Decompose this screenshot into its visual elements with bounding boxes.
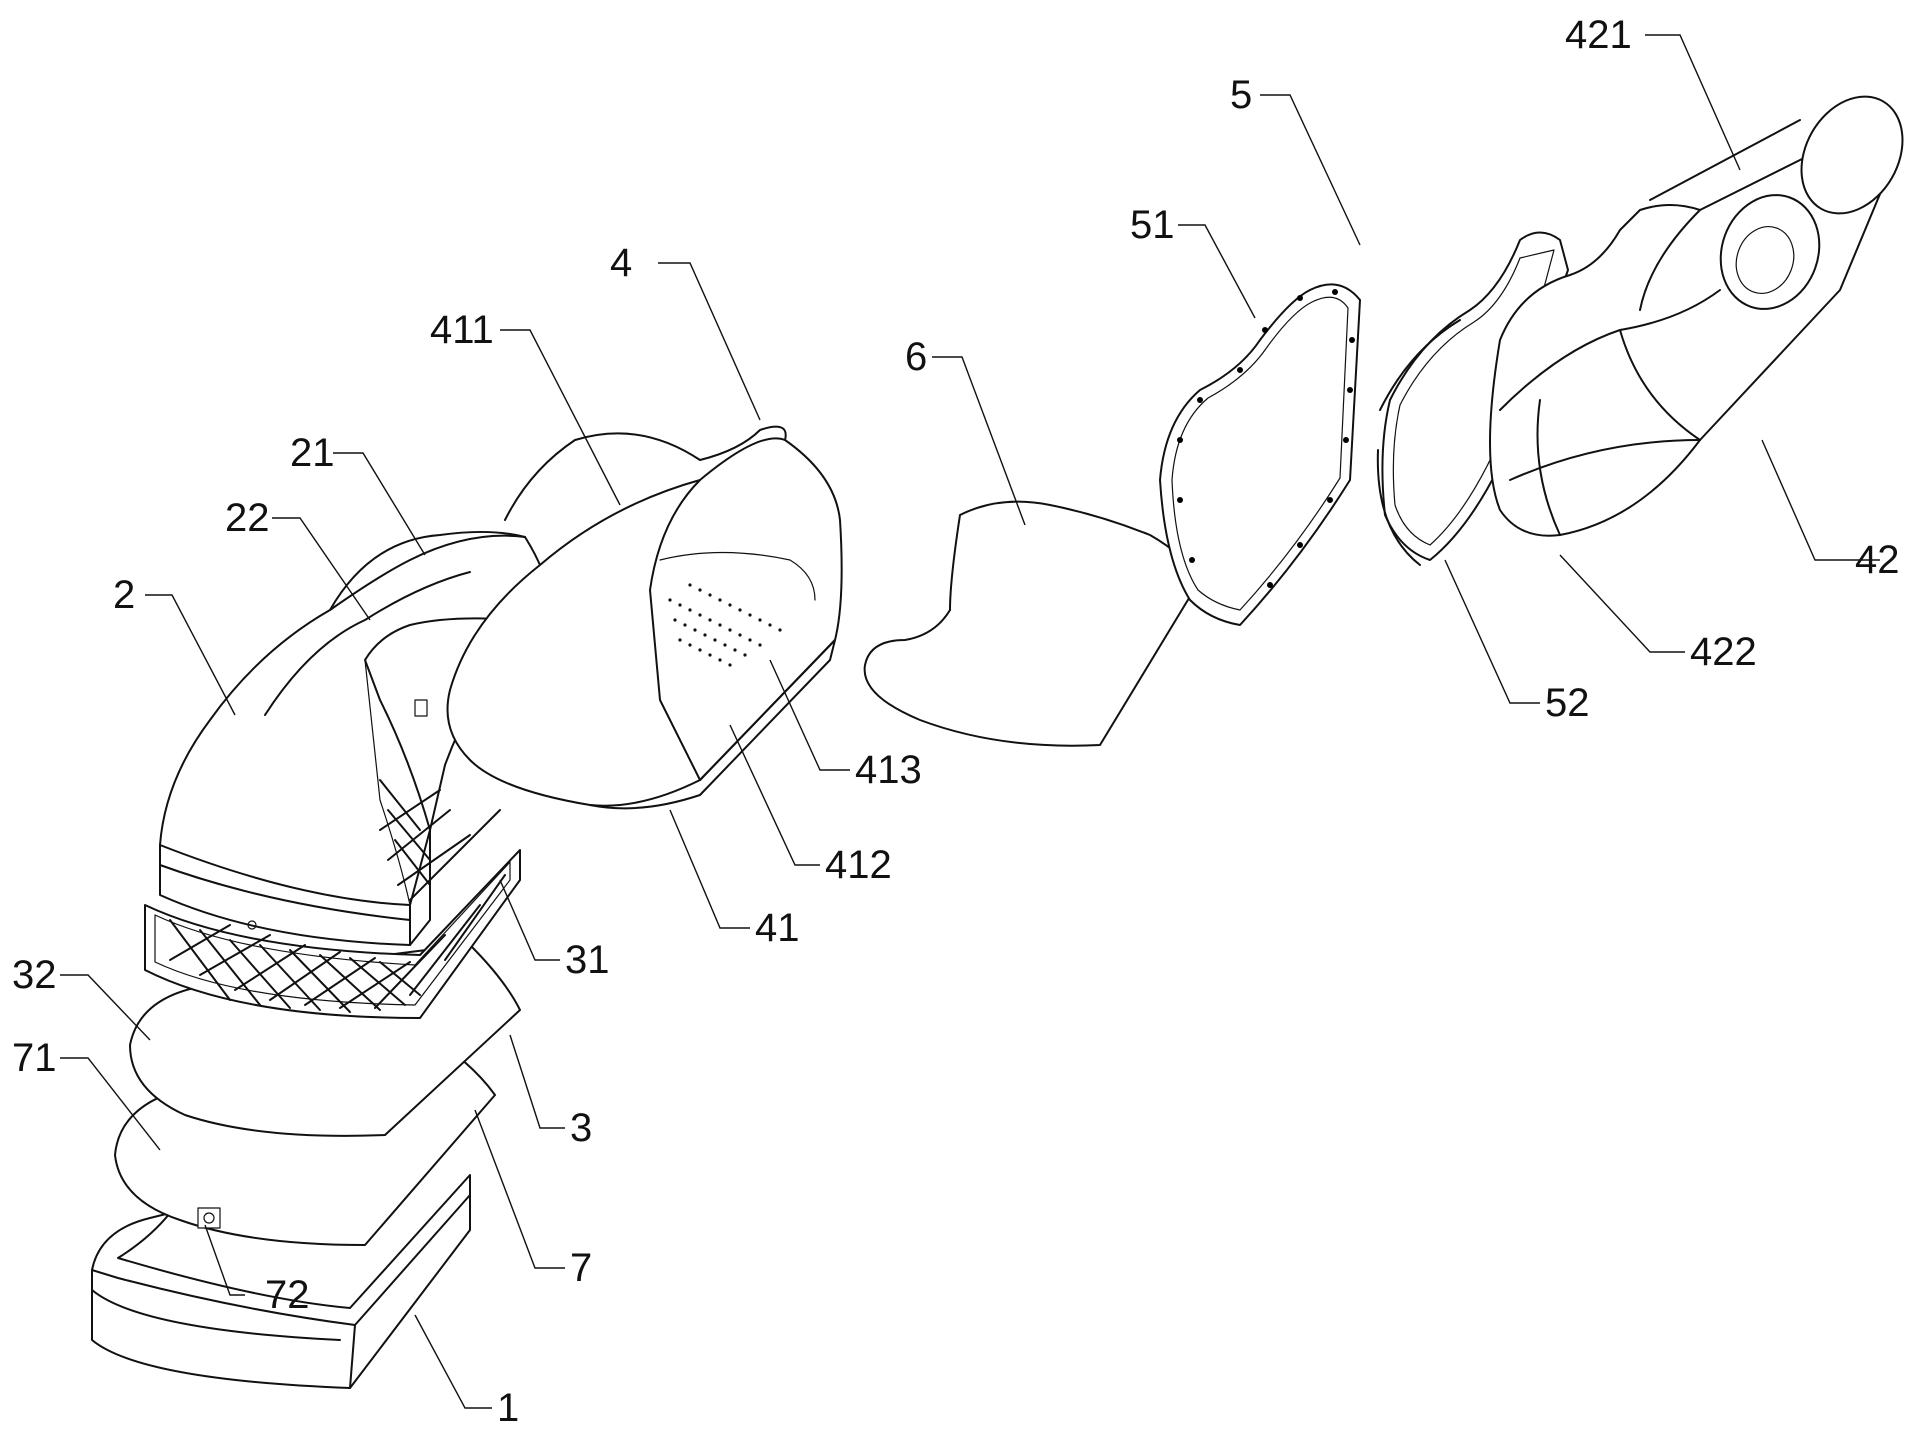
inner-shell-4 (446, 425, 843, 810)
leader-lines (60, 34, 1880, 1409)
nozzle-body-42 (1489, 95, 1904, 537)
callout-42: 42 (1855, 538, 1900, 582)
callout-411: 411 (430, 308, 494, 352)
callout-71: 71 (12, 1036, 57, 1080)
callout-412: 412 (825, 843, 892, 887)
mesh-grill-31 (144, 849, 521, 1019)
gasket-frame-51 (1159, 283, 1361, 626)
callout-1: 1 (497, 1386, 519, 1430)
callout-421: 421 (1565, 13, 1632, 57)
callout-labels: 421 5 51 4 411 6 21 22 2 42 422 52 413 4… (12, 13, 1900, 1430)
callout-52: 52 (1545, 681, 1590, 725)
callout-5: 5 (1230, 73, 1252, 117)
callout-422: 422 (1690, 630, 1757, 674)
callout-72: 72 (265, 1273, 310, 1317)
plate-6 (863, 500, 1201, 747)
callout-6: 6 (905, 335, 927, 379)
callout-31: 31 (565, 938, 610, 982)
base-tray (91, 1174, 471, 1389)
callout-413: 413 (855, 748, 922, 792)
callout-21: 21 (290, 431, 335, 475)
callout-51: 51 (1130, 203, 1175, 247)
perforation-dots-413 (668, 583, 782, 667)
callout-3: 3 (570, 1106, 592, 1150)
gasket-holes (1177, 289, 1355, 588)
callout-41: 41 (755, 906, 800, 950)
callout-32: 32 (12, 953, 57, 997)
callout-7: 7 (570, 1246, 592, 1290)
callout-22: 22 (225, 496, 270, 540)
callout-2: 2 (113, 573, 135, 617)
housing-shell-2 (159, 530, 549, 946)
callout-4: 4 (610, 241, 632, 285)
